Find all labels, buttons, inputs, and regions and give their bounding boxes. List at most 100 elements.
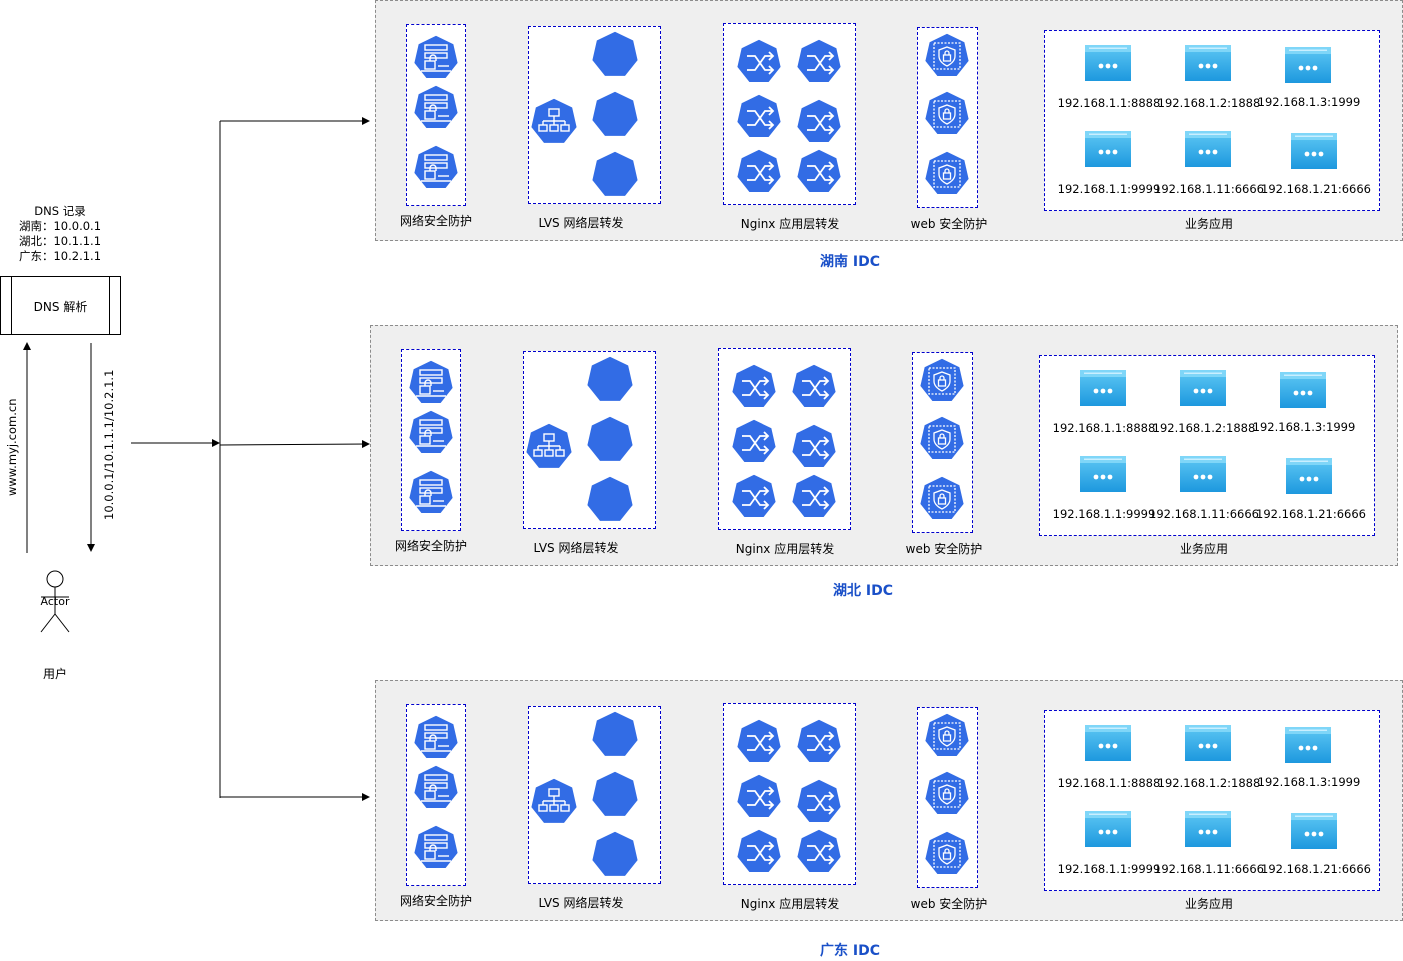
firewall-icon[interactable] bbox=[407, 469, 455, 517]
lvs-node-icon[interactable] bbox=[590, 710, 640, 760]
lvs-node-icon[interactable] bbox=[585, 415, 635, 465]
security-label: 网络安全防护 bbox=[399, 214, 472, 228]
idc-title: 广东 IDC bbox=[820, 943, 880, 959]
app-window-icon[interactable] bbox=[1284, 46, 1332, 84]
idc-title: 湖南 IDC bbox=[820, 254, 880, 270]
load-balancer-icon[interactable] bbox=[529, 97, 579, 147]
app-address-label: 192.168.1.3:1999 bbox=[1257, 775, 1361, 789]
app-window-icon[interactable] bbox=[1079, 369, 1127, 407]
waf-shield-icon[interactable] bbox=[923, 32, 971, 80]
app-address-label: 192.168.1.3:1999 bbox=[1257, 95, 1361, 109]
ingress-router-icon[interactable] bbox=[735, 93, 783, 141]
app-window-icon[interactable] bbox=[1079, 455, 1127, 493]
user-actor-icon[interactable] bbox=[38, 570, 72, 634]
lvs-node-icon[interactable] bbox=[590, 830, 640, 880]
app-address-label: 192.168.1.11:6666 bbox=[1149, 507, 1259, 521]
waf-shield-icon[interactable] bbox=[923, 830, 971, 878]
app-window-icon[interactable] bbox=[1084, 724, 1132, 762]
user-caption: 用户 bbox=[42, 667, 67, 681]
ingress-router-icon[interactable] bbox=[735, 718, 783, 766]
waf-shield-icon[interactable] bbox=[918, 415, 966, 463]
ingress-router-icon[interactable] bbox=[795, 98, 843, 146]
firewall-icon[interactable] bbox=[412, 824, 460, 872]
ingress-router-icon[interactable] bbox=[795, 778, 843, 826]
ingress-router-icon[interactable] bbox=[735, 828, 783, 876]
lvs-node-icon[interactable] bbox=[585, 355, 635, 405]
ingress-router-icon[interactable] bbox=[735, 773, 783, 821]
dns-records-title: DNS 记录 bbox=[34, 204, 86, 218]
ingress-router-icon[interactable] bbox=[730, 418, 778, 466]
firewall-icon[interactable] bbox=[412, 764, 460, 812]
nginx-label: Nginx 应用层转发 bbox=[740, 217, 840, 231]
app-window-icon[interactable] bbox=[1084, 44, 1132, 82]
app-address-label: 192.168.1.2:1888 bbox=[1157, 96, 1261, 110]
app-window-icon[interactable] bbox=[1179, 455, 1227, 493]
lvs-label: LVS 网络层转发 bbox=[533, 541, 619, 555]
trunk-to-hubei-arrow bbox=[219, 440, 370, 449]
dns-record-hubei: 湖北：10.1.1.1 bbox=[18, 234, 102, 248]
waf-label: web 安全防护 bbox=[910, 217, 988, 231]
ingress-router-icon[interactable] bbox=[795, 828, 843, 876]
firewall-icon[interactable] bbox=[407, 409, 455, 457]
app-window-icon[interactable] bbox=[1179, 369, 1227, 407]
load-balancer-icon[interactable] bbox=[529, 777, 579, 827]
app-window-icon[interactable] bbox=[1184, 44, 1232, 82]
app-address-label: 192.168.1.1:8888 bbox=[1057, 96, 1161, 110]
app-address-label: 192.168.1.21:6666 bbox=[1256, 507, 1366, 521]
waf-shield-icon[interactable] bbox=[923, 770, 971, 818]
app-address-label: 192.168.1.2:1888 bbox=[1157, 776, 1261, 790]
waf-shield-icon[interactable] bbox=[918, 357, 966, 405]
ingress-router-icon[interactable] bbox=[790, 473, 838, 521]
firewall-icon[interactable] bbox=[412, 84, 460, 132]
dns-record-hunan: 湖南：10.0.0.1 bbox=[18, 219, 102, 233]
security-label: 网络安全防护 bbox=[399, 894, 472, 908]
ingress-router-icon[interactable] bbox=[790, 363, 838, 411]
ingress-router-icon[interactable] bbox=[730, 473, 778, 521]
load-balancer-icon[interactable] bbox=[524, 422, 574, 472]
ingress-router-icon[interactable] bbox=[795, 38, 843, 86]
firewall-icon[interactable] bbox=[412, 144, 460, 192]
waf-shield-icon[interactable] bbox=[923, 90, 971, 138]
app-window-icon[interactable] bbox=[1279, 371, 1327, 409]
app-window-icon[interactable] bbox=[1184, 810, 1232, 848]
app-address-label: 192.168.1.1:9999 bbox=[1052, 507, 1156, 521]
firewall-icon[interactable] bbox=[412, 714, 460, 762]
waf-label: web 安全防护 bbox=[910, 897, 988, 911]
ingress-router-icon[interactable] bbox=[795, 718, 843, 766]
app-address-label: 192.168.1.3:1999 bbox=[1252, 420, 1356, 434]
lvs-node-icon[interactable] bbox=[590, 90, 640, 140]
ingress-router-icon[interactable] bbox=[735, 148, 783, 196]
waf-shield-icon[interactable] bbox=[923, 712, 971, 760]
app-window-icon[interactable] bbox=[1184, 130, 1232, 168]
lvs-node-icon[interactable] bbox=[590, 150, 640, 200]
app-window-icon[interactable] bbox=[1284, 726, 1332, 764]
app-window-icon[interactable] bbox=[1290, 132, 1338, 170]
dns-record-guangdong: 广东：10.2.1.1 bbox=[18, 249, 102, 263]
nginx-label: Nginx 应用层转发 bbox=[735, 542, 835, 556]
app-address-label: 192.168.1.1:9999 bbox=[1057, 182, 1161, 196]
lvs-node-icon[interactable] bbox=[590, 30, 640, 80]
app-window-icon[interactable] bbox=[1285, 457, 1333, 495]
app-address-label: 192.168.1.1:8888 bbox=[1057, 776, 1161, 790]
dns-resolver-box[interactable]: DNS 解析 bbox=[0, 276, 121, 335]
answer-label: 10.0.0.1/10.1.1.1/10.2.1.1 bbox=[102, 369, 116, 520]
ingress-router-icon[interactable] bbox=[735, 38, 783, 86]
app-window-icon[interactable] bbox=[1084, 130, 1132, 168]
dns-resolver-label: DNS 解析 bbox=[33, 300, 88, 314]
firewall-icon[interactable] bbox=[407, 359, 455, 407]
waf-label: web 安全防护 bbox=[905, 542, 983, 556]
lvs-node-icon[interactable] bbox=[585, 475, 635, 525]
ingress-router-icon[interactable] bbox=[730, 363, 778, 411]
app-address-label: 192.168.1.11:6666 bbox=[1154, 862, 1264, 876]
lvs-node-icon[interactable] bbox=[590, 770, 640, 820]
app-address-label: 192.168.1.1:9999 bbox=[1057, 862, 1161, 876]
firewall-icon[interactable] bbox=[412, 34, 460, 82]
app-window-icon[interactable] bbox=[1084, 810, 1132, 848]
ingress-router-icon[interactable] bbox=[790, 423, 838, 471]
app-window-icon[interactable] bbox=[1184, 724, 1232, 762]
ingress-router-icon[interactable] bbox=[795, 148, 843, 196]
waf-shield-icon[interactable] bbox=[923, 150, 971, 198]
waf-shield-icon[interactable] bbox=[918, 475, 966, 523]
app-window-icon[interactable] bbox=[1290, 812, 1338, 850]
app-address-label: 192.168.1.1:8888 bbox=[1052, 421, 1156, 435]
